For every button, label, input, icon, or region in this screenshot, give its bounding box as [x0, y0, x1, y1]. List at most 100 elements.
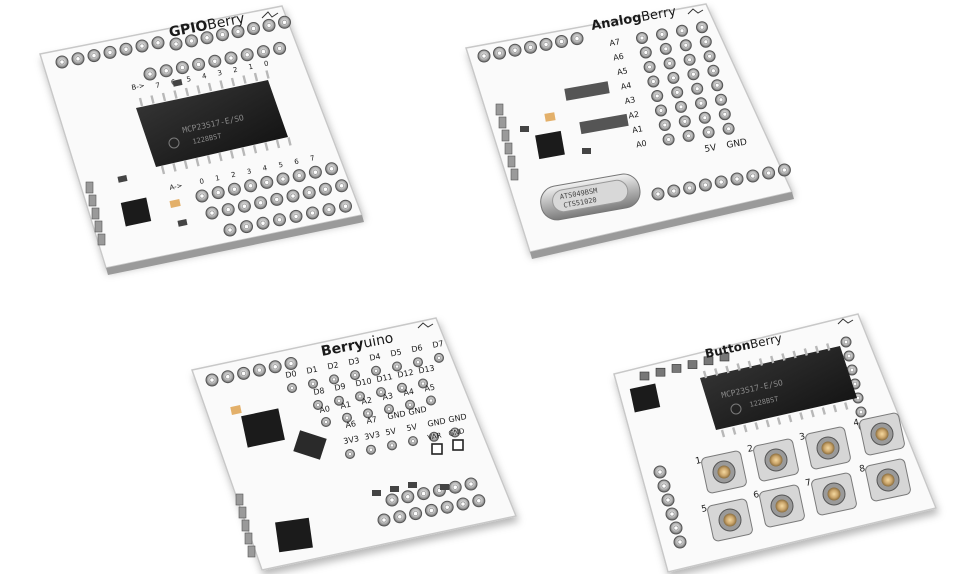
button-plunger	[775, 499, 789, 513]
chip-leg	[196, 85, 201, 94]
smd-resistor	[177, 219, 188, 227]
chip-leg	[758, 358, 764, 366]
pad-hole	[277, 46, 282, 51]
port-a-pin-number: 7	[309, 154, 315, 163]
pad-hole	[312, 169, 318, 175]
chip-leg	[788, 414, 793, 423]
pad-hole	[179, 65, 185, 70]
pad-hole	[671, 188, 677, 194]
pad-hole	[679, 28, 685, 34]
pad-hole	[389, 497, 395, 503]
pad-hole	[248, 183, 253, 189]
chip-leg	[173, 90, 178, 99]
edge-pad	[235, 493, 244, 506]
button-number: 3	[799, 432, 807, 443]
power-pin-label: GND	[448, 412, 468, 424]
chip-leg	[736, 363, 741, 371]
chip-leg	[253, 72, 259, 82]
edge-pad	[85, 181, 94, 194]
chip-leg	[264, 142, 269, 151]
pad-hole	[437, 356, 441, 360]
pad-hole	[528, 44, 533, 50]
analog-pin-label: A5	[424, 383, 436, 394]
smd-led	[169, 199, 181, 208]
power-label-gnd: GND	[726, 138, 748, 151]
smd-resistor	[582, 148, 591, 154]
pad-hole	[657, 469, 663, 475]
pad-hole	[852, 381, 858, 387]
power-pin-label: 5V	[385, 426, 398, 437]
pad-hole	[123, 46, 129, 52]
port-a-pin-number: 6	[294, 157, 300, 166]
ffc-connector-bottom	[579, 113, 629, 135]
smd-resistor	[440, 484, 449, 490]
vgnd-pad	[452, 439, 464, 451]
edge-pad	[719, 352, 730, 362]
pad-hole	[139, 43, 145, 49]
pad-hole	[667, 61, 672, 66]
chip-leg	[265, 70, 270, 79]
pad-hole	[272, 364, 278, 370]
edge-pad	[671, 364, 682, 373]
button-plunger	[769, 453, 783, 467]
button-plunger	[881, 473, 895, 487]
small-ic	[120, 197, 152, 227]
chip-leg	[803, 348, 808, 356]
header-pads-top	[639, 336, 870, 432]
pad-hole	[258, 200, 263, 206]
channel-label: A4	[620, 81, 632, 92]
pad-hole	[647, 64, 652, 70]
pad-hole	[369, 447, 373, 452]
chip-leg	[770, 355, 775, 364]
chip-leg	[207, 82, 213, 92]
chip-leg	[799, 412, 804, 420]
pad-hole	[366, 411, 370, 416]
chip-leg	[826, 343, 831, 351]
pad-hole	[310, 210, 315, 216]
button-number: 7	[805, 478, 813, 489]
chip-leg	[814, 345, 820, 354]
digital-pin-label: D8	[313, 386, 326, 397]
chip-logo-icon	[168, 137, 180, 149]
pad-hole	[497, 50, 502, 56]
pad-hole	[282, 19, 287, 25]
pad-hole	[196, 62, 201, 67]
pad-hole	[726, 126, 731, 131]
digital-pin-label: D4	[369, 352, 382, 363]
pad-hole	[718, 97, 724, 102]
chip-leg	[844, 402, 849, 410]
button-number: 1	[695, 456, 703, 467]
pad-hole	[379, 390, 383, 394]
chip-leg	[218, 152, 223, 162]
chip-leg	[275, 139, 281, 149]
pad-hole	[686, 133, 691, 139]
pad-hole	[390, 443, 394, 448]
pad-hole	[665, 497, 671, 503]
pad-hole	[750, 173, 756, 179]
pad-hole	[706, 130, 711, 135]
digital-pin-label: D13	[418, 364, 436, 376]
pad-hole	[687, 185, 692, 191]
pad-hole	[397, 514, 403, 520]
mcu-chip	[241, 408, 285, 448]
pad-hole	[662, 122, 668, 128]
chip-leg	[765, 419, 770, 428]
pad-hole	[782, 167, 787, 173]
analog-pin-label: GND	[387, 409, 407, 421]
chip-leg	[252, 144, 258, 154]
chip-mcp23s17	[700, 346, 857, 430]
pad-hole	[290, 386, 294, 390]
chip-leg	[242, 75, 247, 84]
analog-pin-label: A1	[340, 400, 352, 411]
analog-pin-label: A4	[403, 387, 415, 398]
port-a-pin-number: 5	[278, 161, 284, 170]
pad-hole	[639, 35, 645, 41]
pad-hole	[316, 403, 320, 407]
edge-pad	[94, 220, 103, 233]
analog-pin-label: A2	[361, 396, 373, 407]
chip-leg	[150, 95, 155, 104]
pad-hole	[220, 32, 225, 38]
edge-pad	[639, 371, 650, 381]
